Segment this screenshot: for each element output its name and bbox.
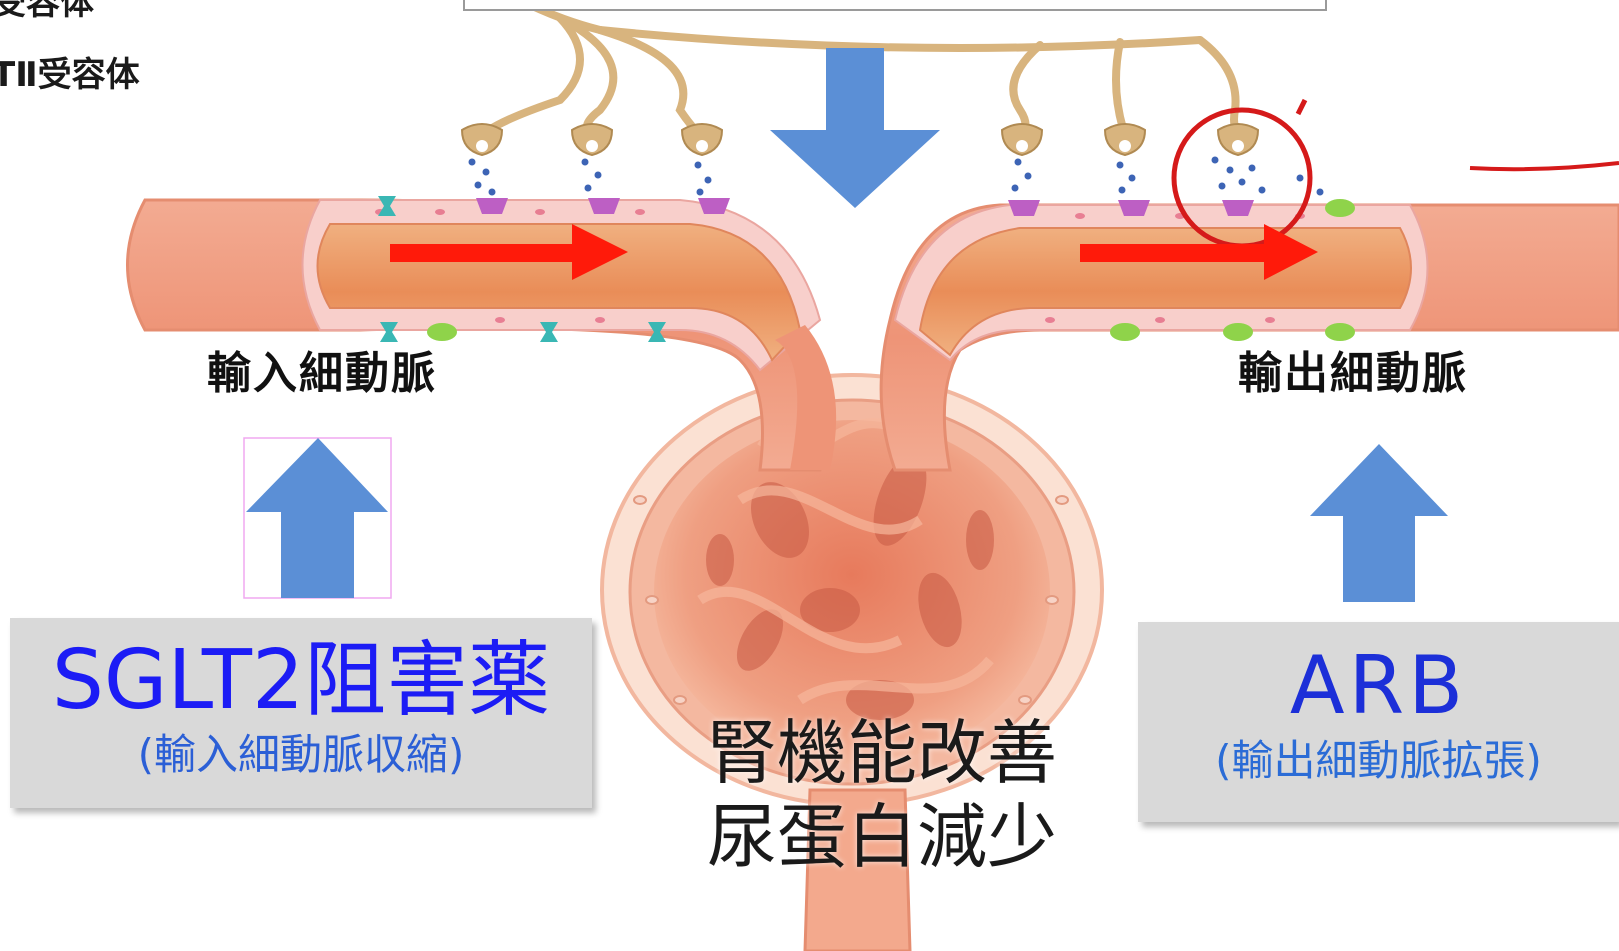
legend-receptor-1: 受容体 (0, 0, 94, 20)
sglt2-up-arrow (246, 438, 388, 598)
outcome-proteinuria: 尿蛋白減少 (672, 796, 1092, 879)
arb-name: ARB (1138, 646, 1619, 726)
sglt2-inhibitor-box: SGLT2阻害薬 (輸入細動脈収縮) (10, 618, 592, 808)
legend-receptor-2: TⅡ受容体 (0, 58, 140, 92)
arb-up-arrow (1310, 444, 1448, 602)
sglt2-inhibitor-name: SGLT2阻害薬 (10, 640, 592, 722)
sglt2-inhibitor-effect: (輸入細動脈収縮) (10, 734, 592, 776)
arb-effect: (輸出細動脈拡張) (1138, 740, 1619, 782)
top-label-box (464, 0, 1326, 10)
arb-box: ARB (輸出細動脈拡張) (1138, 622, 1619, 822)
efferent-arteriole-label: 輸出細動脈 (1238, 352, 1468, 396)
outcome-renal-function: 腎機能改善 (672, 712, 1092, 795)
afferent-arteriole-label: 輸入細動脈 (207, 352, 437, 396)
sympathetic-down-arrow (770, 48, 940, 208)
